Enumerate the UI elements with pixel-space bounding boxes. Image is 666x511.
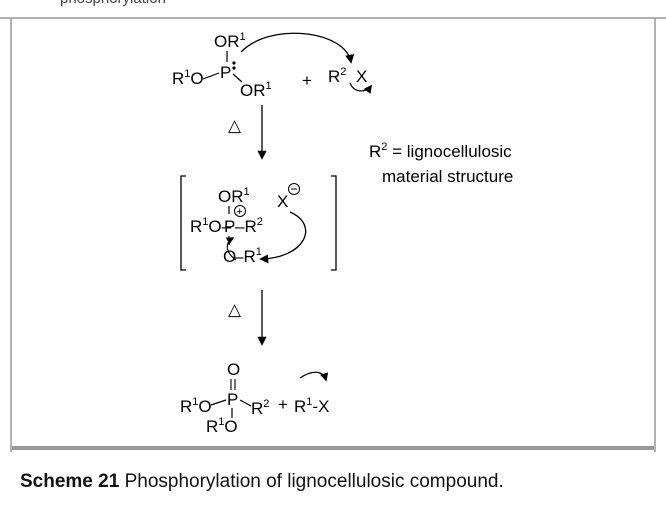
product-left-r1o: R1O (180, 396, 212, 416)
intermediate-top-or: OR1 (218, 186, 250, 206)
sn2-curved-arrow (259, 211, 307, 264)
r2-definition: R2 = lignocellulosic material structure (369, 141, 513, 186)
product-oxo-o: O (227, 360, 240, 379)
scheme-caption: Scheme 21 Phosphorylation of lignocellul… (20, 471, 660, 493)
product-bond-left (210, 399, 227, 406)
product-right-r2: R2 (251, 398, 269, 418)
caption-label: Scheme 21 (20, 471, 120, 492)
reactant-right-or: OR1 (240, 80, 272, 100)
reactant-phosphite: OR1 P R1O OR1 (172, 31, 272, 100)
reactant-top-or: OR1 (214, 31, 246, 51)
plus-sign-1: + (302, 71, 312, 90)
bracket-right (331, 175, 337, 271)
pi-bond-curved-arrow (225, 237, 237, 261)
bracket-left (180, 175, 186, 271)
lone-pair-dot (232, 61, 236, 65)
halide-anion: X (277, 192, 288, 211)
intermediate-right-r2: –R2 (235, 216, 263, 236)
cation-plus-glyph: + (237, 206, 243, 218)
byproduct-alkyl-halide: R1-X (294, 371, 329, 416)
byproduct-curved-arrow (299, 371, 329, 382)
intermediate-bottom-r1: –R1 (234, 246, 262, 266)
phosphonium-intermediate: OR1 + R1O– P –R2 O –R1 X (180, 175, 337, 271)
caption-text: Phosphorylation of lignocellulosic compo… (119, 471, 504, 492)
intermediate-phosphorus: P (224, 217, 235, 236)
heat-symbol-2: △ (228, 300, 242, 319)
reactant-bond-right (232, 73, 243, 83)
legend-line-1: R2 = lignocellulosic (369, 141, 512, 161)
legend-line-2: material structure (382, 167, 513, 186)
heat-symbol-1: △ (228, 116, 242, 135)
intermediate-left: R1O– (190, 216, 232, 236)
product-bond-right (239, 399, 252, 407)
halide-x: X (356, 67, 367, 86)
product-phosphorus: P (227, 390, 238, 409)
lone-pair-dot (232, 66, 236, 70)
attack-curved-arrow (240, 32, 355, 64)
reactant-bond-left (202, 72, 220, 80)
product-phosphonate: O P R1O R2 R1O (180, 360, 269, 436)
intermediate-bottom-o: O (223, 247, 236, 266)
cation-charge (234, 205, 246, 217)
reactant-left-r1o: R1O (172, 68, 204, 88)
reactant-lignocellulosic-halide: R2 X (328, 66, 367, 86)
clipped-header-text: phosphorylation (0, 0, 666, 14)
halide-r2: R2 (328, 66, 346, 86)
leaving-curved-arrow (349, 82, 372, 94)
plus-sign-2: + (278, 395, 288, 414)
reactant-phosphorus: P (220, 63, 231, 82)
byproduct-text: R1-X (294, 396, 329, 416)
product-bottom-r1o: R1O (206, 416, 238, 436)
